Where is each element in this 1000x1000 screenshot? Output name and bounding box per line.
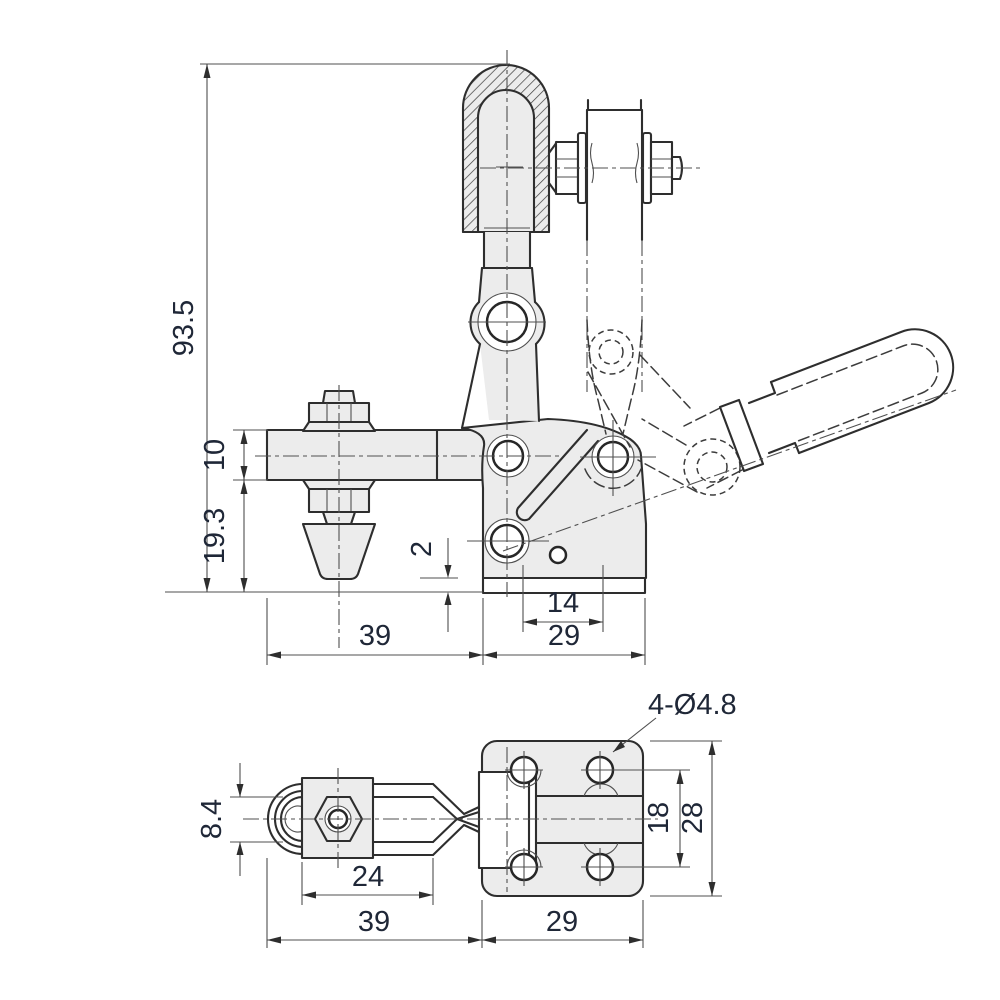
front-dimensions: 93.5 10 19.3 2 39 29 14 [165,63,646,665]
pressure-pad [301,522,377,581]
open-arm-bar [547,98,684,392]
dim-base-depth: 28 [677,802,709,834]
spring-anchor-hole [548,545,568,565]
grip-hatch-section [463,65,549,232]
dim-arm-to-base: 19.3 [199,508,231,564]
arm-plan [267,776,481,860]
dim-hole-spacing-y: 18 [643,802,675,834]
dim-slot-width: 8.4 [196,799,228,839]
open-position-phantom [502,319,957,552]
dim-base-width-top: 29 [546,906,578,938]
dim-overall-height: 93.5 [168,300,200,356]
top-centerlines [243,747,658,892]
open-handle-collar [718,398,765,473]
top-dimensions: 8.4 24 39 29 18 28 4-Ø4.8 [196,689,737,948]
dim-arm-reach-front: 39 [359,620,391,652]
front-view: 93.5 10 19.3 2 39 29 14 [165,50,957,665]
dim-base-width-front: 29 [548,620,580,652]
dim-base-lip: 2 [406,541,438,557]
front-centerlines [255,50,700,648]
dim-mounting-holes-label: 4-Ø4.8 [648,689,737,721]
toggle-link [515,428,600,522]
mounting-holes [505,751,619,886]
open-axis-centerline [502,389,957,552]
dim-arm-reach-top: 39 [358,906,390,938]
dim-hole-spacing-x: 14 [547,587,579,619]
dim-arm-height: 10 [199,439,231,471]
top-view: 8.4 24 39 29 18 28 4-Ø4.8 [196,689,737,948]
dim-block-length: 24 [352,861,384,893]
handle-grip [461,64,551,270]
clamp-arm [265,428,485,482]
